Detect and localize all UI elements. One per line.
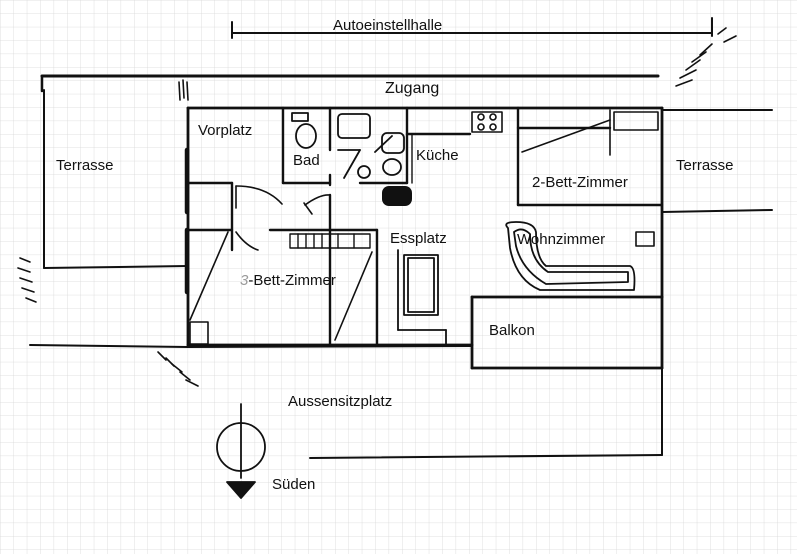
bed-two-bed-room: [521, 109, 659, 156]
outdoor-seating-boundary: [309, 367, 663, 459]
cabinet-icon: [635, 231, 655, 247]
bathtub-icon: [337, 113, 371, 139]
hatch-lower-left: [157, 351, 199, 387]
label-outdoor-seating: Aussensitzplatz: [288, 393, 393, 410]
label-living: Wohnzimmer: [517, 231, 606, 248]
label-two-bed-room: 2-Bett-Zimmer: [532, 174, 628, 191]
sofa-icon: [505, 221, 636, 291]
label-terrace-left: Terrasse: [56, 157, 114, 174]
hatch-upper-right: [675, 27, 737, 87]
label-three-bed-room: 3-Bett-Zimmer: [240, 273, 336, 288]
sink-icon: [337, 132, 405, 179]
label-access: Zugang: [385, 80, 440, 97]
access-path: [40, 74, 660, 93]
label-garage: Autoeinstellhalle: [333, 17, 443, 34]
interior-walls: [186, 106, 664, 347]
label-bath: Bad: [293, 152, 320, 169]
compass-south-icon: [216, 403, 266, 499]
terrace-right-outline: [661, 109, 773, 213]
shelf-icon: [289, 233, 371, 249]
oven-icon: [382, 186, 412, 206]
bed-three-bed-room: [189, 231, 373, 345]
table-icon: [397, 249, 447, 346]
building-walls: [186, 106, 664, 370]
terrace-left-outline: [43, 89, 189, 269]
hatch-left: [17, 257, 37, 303]
label-entrance: Vorplatz: [198, 122, 253, 139]
label-three-bed-room-text: -Bett-Zimmer: [248, 272, 336, 289]
label-three-bed-room-number: 3: [240, 272, 249, 289]
garage-wall: [231, 17, 713, 39]
label-south: Süden: [272, 476, 316, 493]
door-swings: [235, 185, 331, 251]
label-balcony: Balkon: [489, 322, 535, 339]
toilet-icon: [291, 112, 317, 149]
hatch-top: [178, 79, 189, 101]
stove-icon: [471, 111, 503, 133]
label-kitchen: Küche: [416, 147, 459, 164]
label-terrace-right: Terrasse: [676, 157, 734, 174]
ground-line: [29, 344, 473, 348]
label-dining: Essplatz: [390, 230, 447, 247]
